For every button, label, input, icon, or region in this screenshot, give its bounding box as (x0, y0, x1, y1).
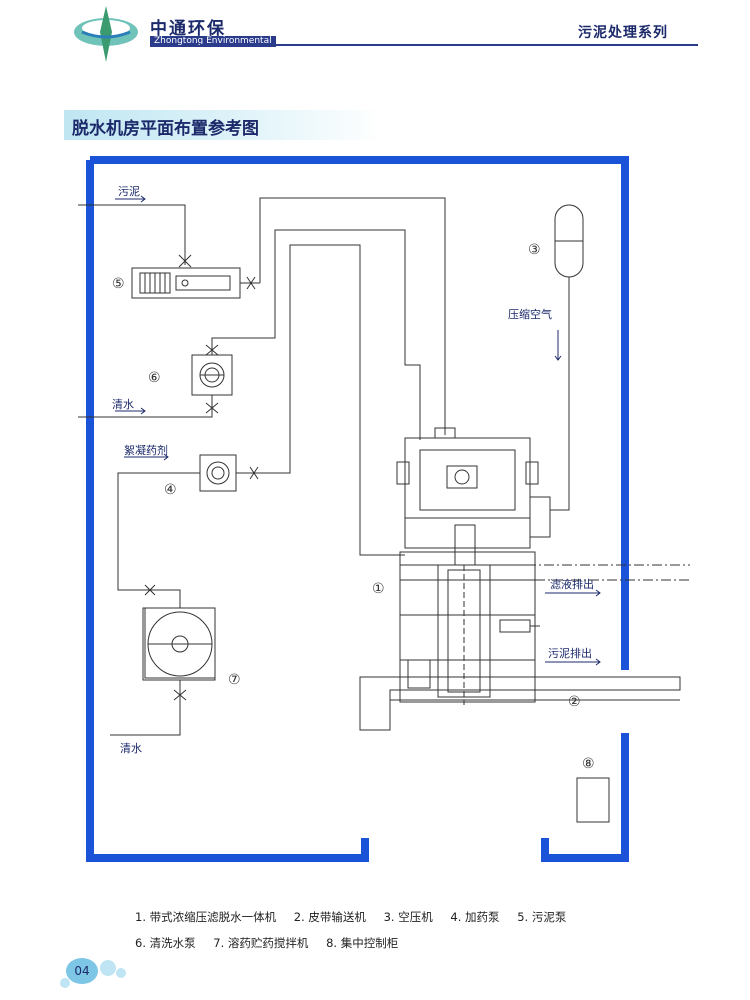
marker-1: ① (372, 581, 385, 597)
marker-3: ③ (528, 242, 541, 258)
legend-item-8: 8. 集中控制柜 (326, 936, 399, 950)
legend-row-2: 6. 清洗水泵 7. 溶药贮药搅拌机 8. 集中控制柜 (135, 935, 412, 951)
label-clean-water-1: 清水 (112, 398, 134, 411)
chemical-dissolving-tank (110, 607, 216, 736)
label-filtrate-out: 滤液排出 (550, 577, 594, 591)
label-sludge-out: 污泥排出 (548, 646, 592, 660)
decor-bubble (60, 978, 70, 988)
marker-6: ⑥ (148, 370, 161, 386)
legend-row-1: 1. 带式浓缩压滤脱水一体机 2. 皮带输送机 3. 空压机 4. 加药泵 5.… (135, 909, 580, 925)
belt-press-dewatering-machine (396, 420, 690, 705)
series-title: 污泥处理系列 (578, 25, 668, 41)
decor-bubble (116, 968, 126, 978)
room-walls (86, 156, 629, 862)
sludge-pump (131, 267, 260, 299)
decor-bubble (100, 960, 116, 976)
sludge-inlet-pipe (78, 195, 192, 268)
dosing-pump (117, 244, 405, 608)
marker-5: ⑤ (112, 276, 125, 292)
marker-8: ⑧ (582, 756, 595, 772)
company-logo (74, 6, 138, 62)
legend-item-2: 2. 皮带输送机 (293, 910, 366, 924)
page-title: 脱水机房平面布置参考图 (72, 119, 259, 139)
washing-water-pump (78, 229, 421, 440)
label-sludge-inlet: 污泥 (118, 185, 140, 198)
marker-2: ② (568, 694, 581, 710)
marker-4: ④ (164, 482, 177, 498)
title-banner: 脱水机房平面布置参考图 (64, 110, 382, 140)
legend-item-1: 1. 带式浓缩压滤脱水一体机 (135, 910, 277, 924)
label-clean-water-2: 清水 (120, 742, 142, 755)
brand-name: 中通环保 (150, 19, 226, 39)
legend-item-5: 5. 污泥泵 (517, 910, 567, 924)
header-divider (200, 44, 698, 46)
legend-item-4: 4. 加药泵 (450, 910, 500, 924)
legend-item-3: 3. 空压机 (383, 910, 433, 924)
sludge-feed-pipe (259, 197, 446, 435)
page-number: 04 (66, 958, 98, 984)
air-compressor (550, 204, 584, 511)
marker-7: ⑦ (228, 672, 241, 688)
control-cabinet (576, 777, 610, 823)
legend-item-6: 6. 清洗水泵 (135, 936, 196, 950)
belt-conveyor (359, 676, 681, 731)
brand-name-english: Zhongtong Environmental (150, 36, 276, 47)
label-flocculant: 絮凝药剂 (124, 443, 168, 457)
label-compressed-air: 压缩空气 (508, 307, 552, 321)
legend-item-7: 7. 溶药贮药搅拌机 (213, 936, 309, 950)
